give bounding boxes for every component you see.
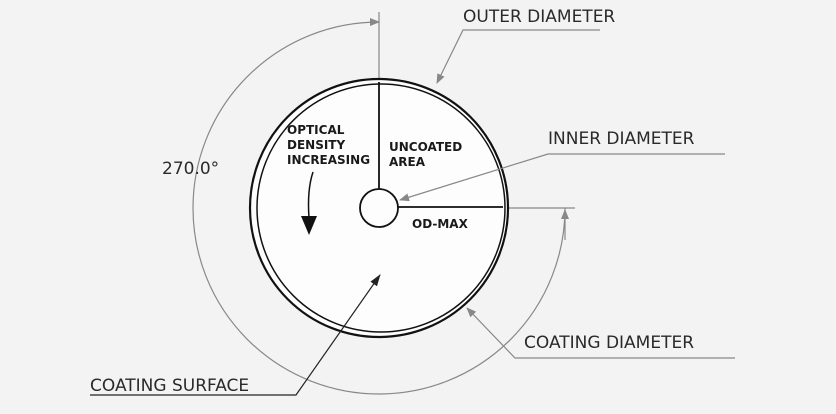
- inner-diameter-circle: [359, 188, 399, 228]
- outer-diameter-label: OUTER DIAMETER: [463, 7, 615, 27]
- density-increasing-arrow: [307, 171, 314, 219]
- coating-surface-label: COATING SURFACE: [90, 376, 249, 396]
- angle-label: 270.0°: [162, 159, 219, 179]
- angle-dimension-arc: [192, 18, 566, 395]
- inner-diameter-leader: [399, 153, 725, 202]
- coating-diameter-circle: [256, 83, 506, 333]
- coating-diameter-label: COATING DIAMETER: [524, 333, 694, 353]
- density-arrow-head: [301, 216, 317, 235]
- outer-diameter-leader: [436, 29, 600, 84]
- inner-diameter-label: INNER DIAMETER: [548, 129, 695, 149]
- optical-density-line1: OPTICAL: [287, 123, 345, 137]
- uncoated-area-line1: UNCOATED: [389, 140, 462, 154]
- optical-density-line3: INCREASING: [287, 153, 370, 167]
- uncoated-area-line2: AREA: [389, 155, 426, 169]
- od-max-label: OD-MAX: [412, 217, 469, 231]
- optical-density-line2: DENSITY: [287, 138, 345, 152]
- coating-diameter-leader: [466, 307, 735, 359]
- coating-surface-leader: [90, 274, 381, 396]
